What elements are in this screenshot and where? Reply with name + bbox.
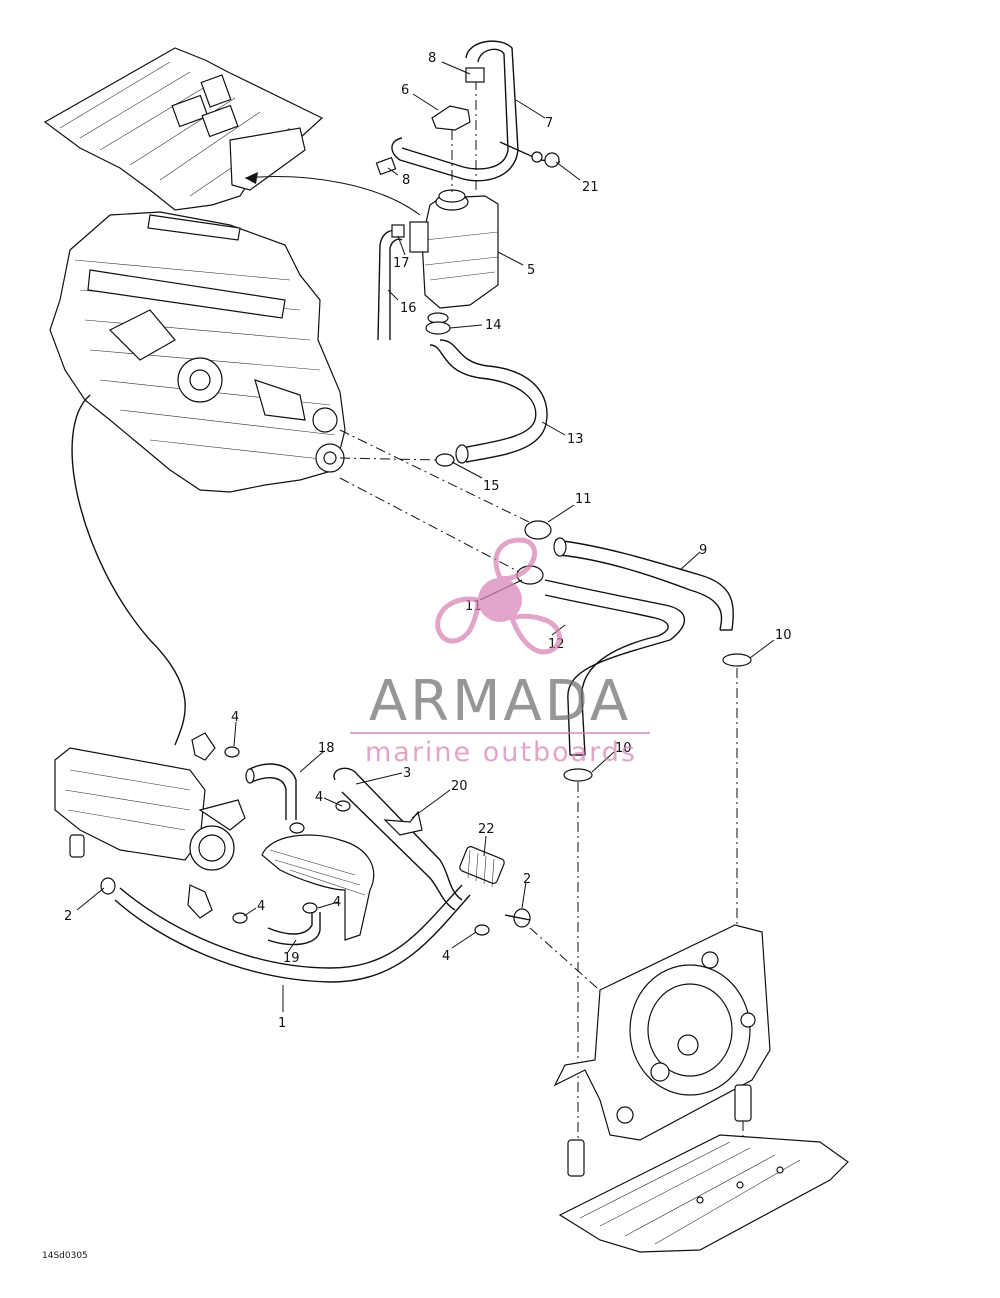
water-separator [261, 834, 375, 941]
coolant-reservoir [409, 189, 499, 324]
callout-8-left: 8 [402, 173, 410, 188]
callout-22: 22 [478, 822, 495, 837]
callout-10-left: 10 [615, 741, 632, 756]
callout-18: 18 [318, 741, 335, 756]
callout-4-right: 4 [442, 949, 450, 964]
heat-exchanger-hose-12 [544, 579, 686, 756]
hose-clamp-10-right [722, 653, 752, 667]
callout-5: 5 [527, 263, 535, 278]
hose-clamp-17 [391, 224, 405, 238]
callout-14: 14 [485, 318, 502, 333]
callout-16: 16 [400, 301, 417, 316]
clamp-20 [383, 810, 423, 836]
reservoir-cap [431, 105, 471, 131]
engine-cover-plate [43, 47, 324, 211]
callout-7: 7 [545, 116, 553, 131]
sleeve-22 [459, 846, 505, 888]
hose-clamp-4-low [302, 902, 318, 914]
vent-hose [377, 229, 403, 341]
hose-2-stub [504, 914, 531, 921]
engine-block [49, 211, 346, 493]
callout-17: 17 [393, 256, 410, 271]
outlet-nipple-left [567, 1139, 585, 1177]
hose-clamp-2-left [100, 877, 116, 895]
guide-engine-to-clamp15 [339, 457, 441, 461]
callout-4-low-mid: 4 [333, 895, 341, 910]
hose-clamp-11-upper [524, 520, 552, 540]
leader-lines [76, 61, 775, 1012]
overflow-hose [391, 40, 519, 182]
hose-3 [333, 767, 463, 911]
callout-11-upper: 11 [575, 492, 592, 507]
hose-clamp-top [465, 67, 485, 83]
hose-1 [114, 884, 471, 983]
heat-exchanger-housing [553, 924, 771, 1141]
callout-9: 9 [699, 543, 707, 558]
reservoir-outlet-hose [429, 339, 548, 464]
callout-19: 19 [283, 951, 300, 966]
hose-clamp-4-mid-b [335, 800, 351, 812]
watermark-divider [350, 732, 650, 734]
callout-8-top: 8 [428, 51, 436, 66]
heat-exchanger-hose-9 [553, 537, 734, 631]
hose-19 [267, 912, 321, 946]
level-sensor [499, 141, 561, 168]
hose-18 [245, 763, 297, 820]
ride-plate [558, 1134, 849, 1253]
hose-clamp-15 [435, 453, 455, 467]
hose-clamp-10-left [563, 768, 593, 782]
drawing-code: 14Sd0305 [42, 1251, 88, 1261]
watermark-brand: ARMADA [368, 669, 632, 734]
callout-13: 13 [567, 432, 584, 447]
callout-21: 21 [582, 180, 599, 195]
engine-to-manifold-line [71, 394, 186, 746]
callout-2-right: 2 [523, 872, 531, 887]
callout-4-low-left: 4 [257, 899, 265, 914]
callout-4-top: 4 [231, 710, 239, 725]
watermark-tagline: marine outboards [364, 737, 637, 768]
assembly-arrow [244, 172, 421, 216]
callout-6: 6 [401, 83, 409, 98]
hose-clamp-14 [425, 321, 451, 335]
callout-15: 15 [483, 479, 500, 494]
exhaust-manifold [54, 747, 246, 871]
elbow-fittings [187, 732, 248, 924]
callout-1: 1 [278, 1016, 286, 1031]
guide-hose2-to-exchanger [529, 927, 606, 996]
guide-engine-to-hose9 [339, 429, 536, 526]
watermark-propeller-logo [435, 537, 562, 655]
callout-10-right: 10 [775, 628, 792, 643]
callout-3: 3 [403, 766, 411, 781]
callout-2-left: 2 [64, 909, 72, 924]
outlet-nipple-right [734, 1084, 752, 1122]
hose-clamp-4-right [474, 924, 490, 936]
hose-clamp-4-mid-a [289, 822, 305, 834]
callout-4-mid: 4 [315, 790, 323, 805]
callout-20: 20 [451, 779, 468, 794]
